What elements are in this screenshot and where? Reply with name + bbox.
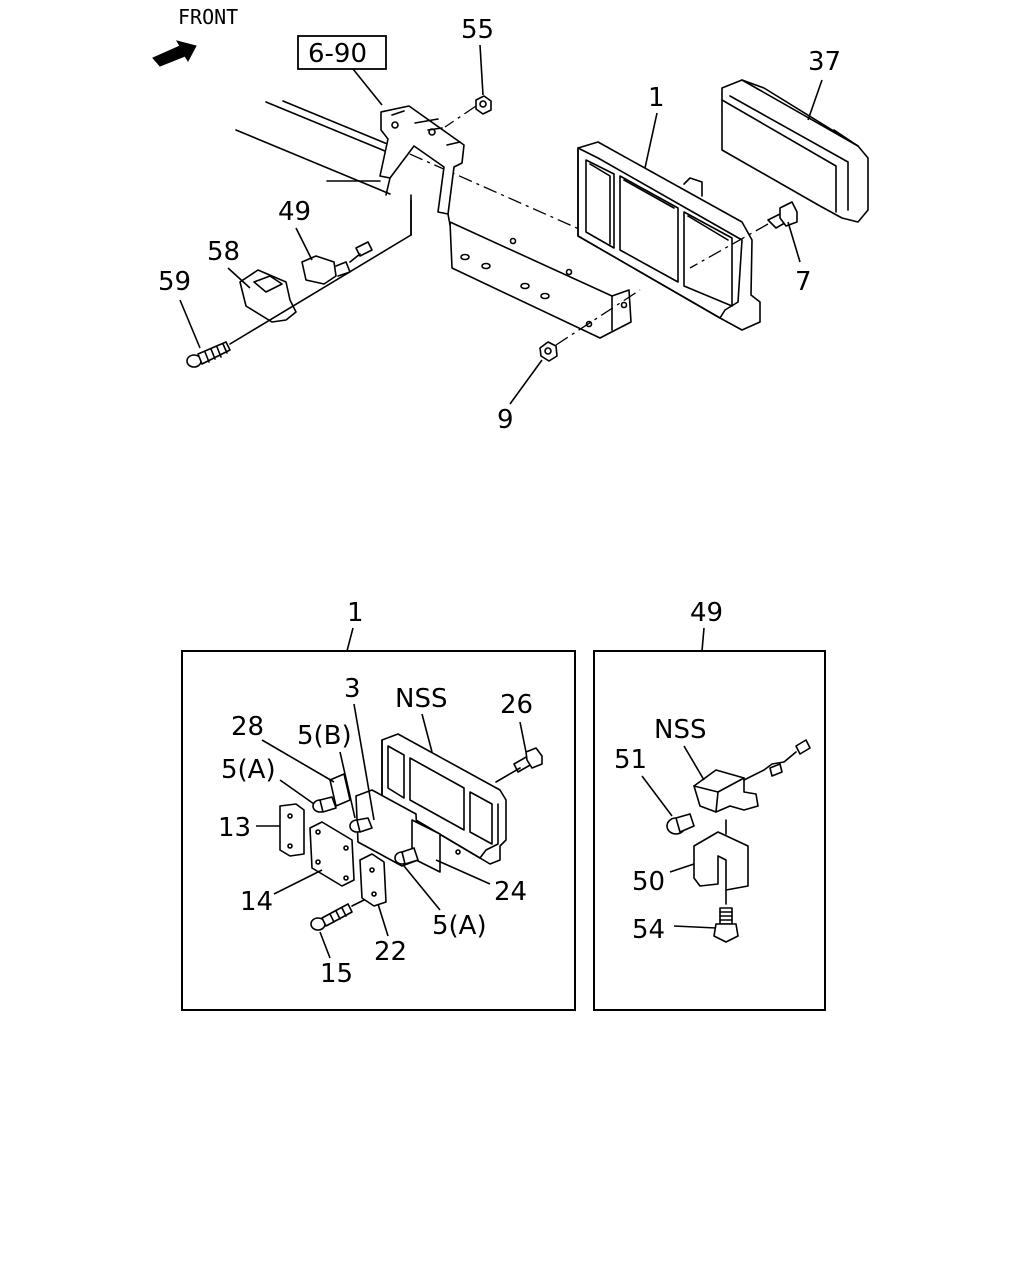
label-3: 3: [344, 674, 361, 704]
mounting-plate: [449, 221, 632, 339]
label-50: 50: [632, 867, 665, 897]
label-15: 15: [320, 959, 353, 989]
sensor-49: [301, 241, 373, 285]
bracket-58: [239, 269, 297, 323]
bulb-5a-top: [312, 796, 337, 813]
label-26: 26: [500, 690, 533, 720]
ref-box-frame: [297, 35, 387, 70]
label-14: 14: [240, 887, 273, 917]
bulb-51: [666, 813, 695, 835]
screw-59: [186, 341, 231, 368]
lens-13: [279, 803, 305, 857]
label-13: 13: [218, 813, 251, 843]
bulb-5b: [349, 817, 373, 833]
callout-55: 55: [461, 15, 494, 45]
label-nss-detail-49: NSS: [654, 715, 706, 745]
bolt-7: [689, 201, 798, 269]
bolt-54: [713, 907, 739, 943]
mounting-bracket: [379, 105, 465, 236]
callout-1: 1: [648, 83, 665, 113]
label-22: 22: [374, 937, 407, 967]
label-54: 54: [632, 915, 665, 945]
label-5b: 5(B): [297, 721, 352, 751]
label-28: 28: [231, 712, 264, 742]
seal-28: [329, 773, 351, 807]
label-51: 51: [614, 745, 647, 775]
detail-box-1: [181, 650, 576, 1011]
callout-59: 59: [158, 267, 191, 297]
callout-49: 49: [278, 197, 311, 227]
front-label: FRONT: [178, 5, 238, 29]
lens-22: [359, 853, 387, 907]
callout-9: 9: [497, 405, 514, 435]
lens-14: [309, 821, 355, 887]
nut-55: [444, 95, 492, 128]
label-nss-detail-1: NSS: [395, 684, 447, 714]
cover-37: [721, 79, 869, 223]
nut-9: [539, 289, 641, 362]
callout-37: 37: [808, 47, 841, 77]
label-24: 24: [494, 877, 527, 907]
detail-box-49: [593, 650, 826, 1011]
detail-49-title: 49: [690, 598, 723, 628]
bracket-50: [693, 819, 749, 905]
control-unit-1: [577, 141, 761, 331]
bolt-26: [495, 747, 543, 783]
bulb-5a-bottom: [394, 847, 419, 865]
screw-15: [310, 899, 365, 931]
detail-1-title: 1: [347, 598, 364, 628]
frame-rail: [235, 100, 641, 257]
label-5a-bottom: 5(A): [432, 911, 487, 941]
housing-nss-detail-1: [381, 733, 507, 865]
callout-7: 7: [795, 267, 812, 297]
callout-58: 58: [207, 237, 240, 267]
socket-nss-detail-49: [693, 739, 811, 813]
label-5a-top: 5(A): [221, 755, 276, 785]
ref-box-label: 6-90: [308, 39, 367, 69]
front-arrow-icon: [152, 40, 197, 67]
